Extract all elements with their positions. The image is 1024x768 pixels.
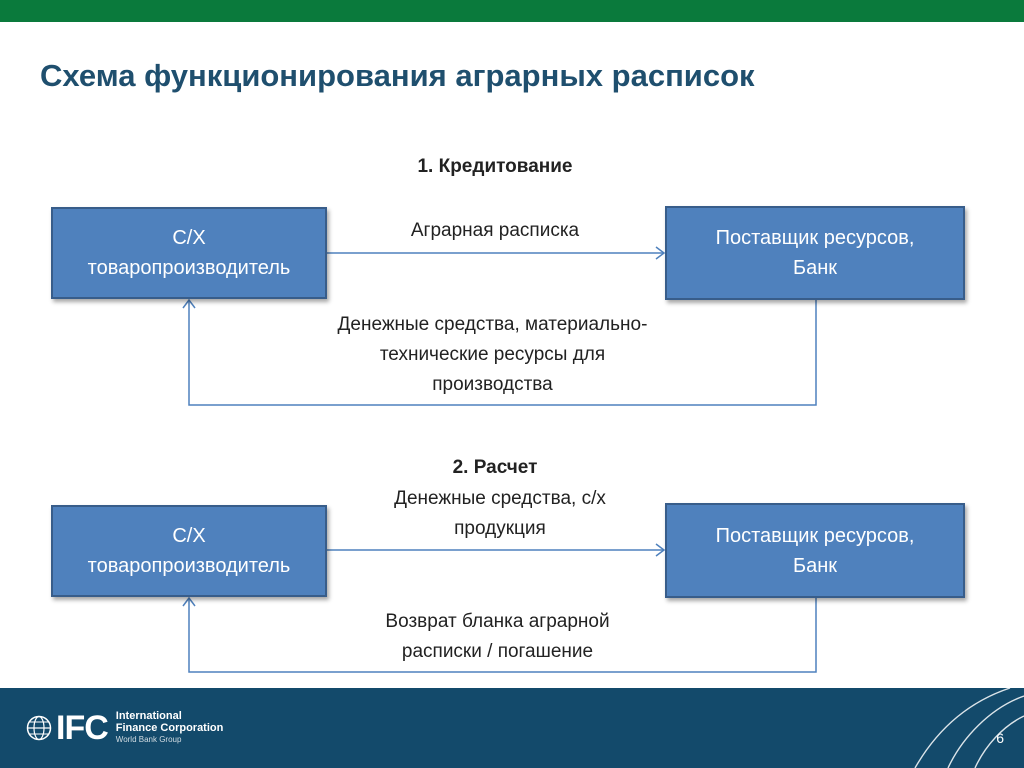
section2-heading: 2. Расчет: [452, 457, 538, 478]
label-line: продукция: [454, 518, 546, 539]
box-label-line: Банк: [792, 554, 838, 577]
box-label-line: Поставщик ресурсов,: [715, 524, 915, 547]
box-label-line: Поставщик ресурсов,: [715, 227, 915, 249]
label-line: технические ресурсы для: [379, 344, 606, 365]
section1-heading: 1. Кредитование: [417, 156, 573, 177]
box-label-line: С/Х: [172, 525, 206, 547]
section2-return-label: Возврат бланка аграрной расписки / погаш…: [330, 607, 665, 667]
label-line: производства: [432, 374, 553, 395]
section1-funds-label: Денежные средства, материально- техничес…: [270, 310, 715, 400]
box-label-line: товаропроизводитель: [87, 555, 291, 577]
section1-receipt-label: Аграрная расписка: [410, 220, 580, 241]
section1-producer-box: С/Х товаропроизводитель: [51, 207, 327, 299]
section2-supplier-box: Поставщик ресурсов, Банк: [665, 503, 965, 598]
box-label-line: С/Х: [172, 227, 206, 249]
label-line: Денежные средства, материально-: [337, 314, 648, 335]
ifc-logo-text: IFC: [56, 709, 109, 747]
globe-icon: [26, 715, 52, 741]
org-line: Finance Corporation: [115, 722, 224, 734]
org-subline: World Bank Group: [115, 735, 182, 744]
org-line: International: [115, 710, 182, 722]
slide-title: Схема функционирования аграрных расписок: [40, 58, 755, 93]
footer-swoosh-decoration: [914, 688, 1024, 768]
top-accent-bar: [0, 0, 1024, 22]
box-label-line: товаропроизводитель: [87, 257, 291, 279]
footer-bar: IFC International Finance Corporation Wo…: [0, 688, 1024, 768]
page-number: 6: [996, 730, 1004, 746]
label-line: расписки / погашение: [401, 641, 594, 662]
ifc-logo: IFC International Finance Corporation Wo…: [26, 710, 223, 746]
label-line: Денежные средства, с/х: [394, 488, 606, 509]
section2-producer-box: С/Х товаропроизводитель: [51, 505, 327, 597]
section2-payment-label: Денежные средства, с/х продукция: [330, 484, 670, 544]
label-line: Возврат бланка аграрной: [385, 611, 610, 632]
section1-supplier-box: Поставщик ресурсов, Банк: [665, 206, 965, 300]
organization-name: International Finance Corporation World …: [116, 710, 224, 746]
box-label-line: Банк: [792, 257, 838, 279]
